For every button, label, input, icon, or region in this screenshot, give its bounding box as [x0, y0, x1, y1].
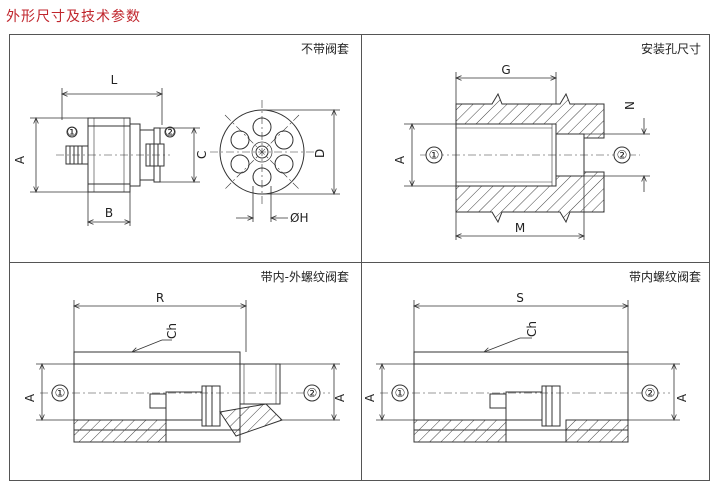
port-2-marker	[303, 384, 321, 402]
dim-d-label: D	[313, 149, 327, 158]
dim-a-right-label: A	[333, 393, 347, 402]
valve-with-inner-sleeve	[376, 300, 680, 443]
port-2-label: ②	[617, 148, 628, 162]
port-1-marker	[391, 384, 409, 402]
port-2-marker	[641, 384, 659, 402]
page-title: 外形尺寸及技术参数	[6, 9, 141, 25]
panel-label-mounting-hole: 安装孔尺寸	[640, 42, 701, 56]
valve-side-view	[30, 88, 200, 226]
valve-front-view	[210, 100, 340, 222]
dim-ch-label: Ch	[165, 323, 179, 339]
dim-a-left-label: A	[23, 393, 37, 402]
panel-label-no-sleeve: 不带阀套	[300, 42, 349, 56]
dim-b-label: B	[105, 206, 113, 220]
port-2-label: ②	[645, 386, 656, 400]
panel-label-inner-outer-thread-sleeve: 带内-外螺纹阀套	[260, 270, 349, 284]
port-2-marker	[164, 126, 176, 138]
panel-label-inner-thread-sleeve: 带内螺纹阀套	[628, 270, 701, 284]
dim-g-label: G	[501, 63, 510, 77]
port-1-label: ①	[67, 125, 78, 139]
port-1-marker	[66, 126, 78, 138]
dim-l-label: L	[111, 73, 118, 87]
dim-h-label: ØH	[290, 211, 308, 225]
dim-a-right-label: A	[675, 393, 689, 402]
valve-with-inner-outer-sleeve	[36, 300, 340, 443]
port-1-marker	[425, 146, 443, 164]
frame-vertical-divider	[361, 34, 362, 481]
port-2-label: ②	[165, 125, 176, 139]
mounting-hole-section	[404, 72, 650, 240]
port-1-label: ①	[55, 386, 66, 400]
dim-a-label: A	[13, 155, 27, 164]
frame-horizontal-divider	[9, 262, 710, 263]
port-2-label: ②	[307, 386, 318, 400]
dim-a-label: A	[393, 155, 407, 164]
dim-s-label: S	[516, 291, 524, 305]
port-2-marker	[613, 146, 631, 164]
port-1-label: ①	[429, 148, 440, 162]
port-1-label: ①	[395, 386, 406, 400]
dim-ch-label: Ch	[525, 321, 539, 337]
dim-c-label: C	[195, 151, 209, 159]
dim-a-left-label: A	[363, 393, 377, 402]
port-1-marker	[51, 384, 69, 402]
drawing-frame	[9, 34, 710, 481]
dim-n-label: N	[623, 101, 637, 110]
dim-m-label: M	[515, 221, 525, 235]
dim-r-label: R	[156, 291, 164, 305]
